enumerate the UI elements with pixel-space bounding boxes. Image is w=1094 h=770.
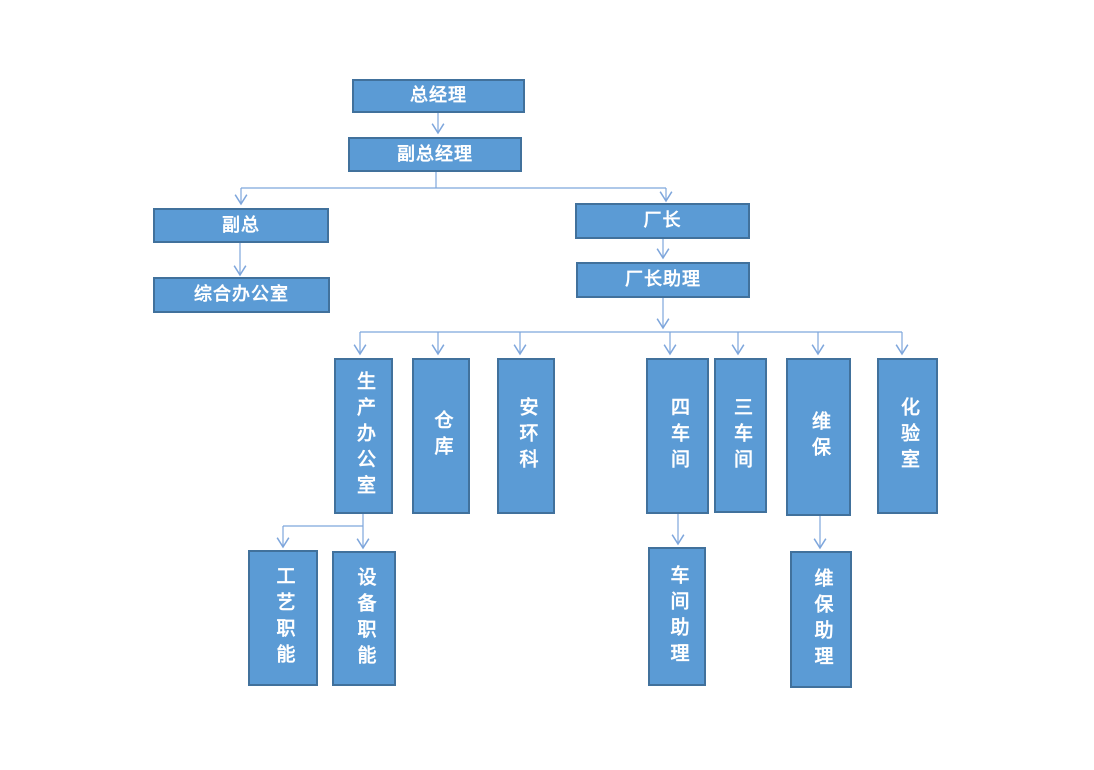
org-node-factory-director: 厂长: [575, 203, 750, 239]
org-node-maintenance: 维保: [786, 358, 851, 516]
org-node-equipment-function: 设备职能: [332, 551, 396, 686]
org-node-maintenance-assistant: 维保助理: [790, 551, 852, 688]
org-node-general-manager: 总经理: [352, 79, 525, 113]
org-node-general-office: 综合办公室: [153, 277, 330, 313]
org-node-deputy-general-manager: 副总经理: [348, 137, 522, 172]
org-node-director-assistant: 厂长助理: [576, 262, 750, 298]
org-node-production-office: 生产办公室: [334, 358, 393, 514]
org-node-workshop-3: 三车间: [714, 358, 767, 513]
org-node-warehouse: 仓库: [412, 358, 470, 514]
org-node-workshop-assistant: 车间助理: [648, 547, 706, 686]
org-node-workshop-4: 四车间: [646, 358, 709, 514]
org-node-process-function: 工艺职能: [248, 550, 318, 686]
org-node-laboratory: 化验室: [877, 358, 938, 514]
org-node-deputy-gm: 副总: [153, 208, 329, 243]
org-node-safety-env-section: 安环科: [497, 358, 555, 514]
